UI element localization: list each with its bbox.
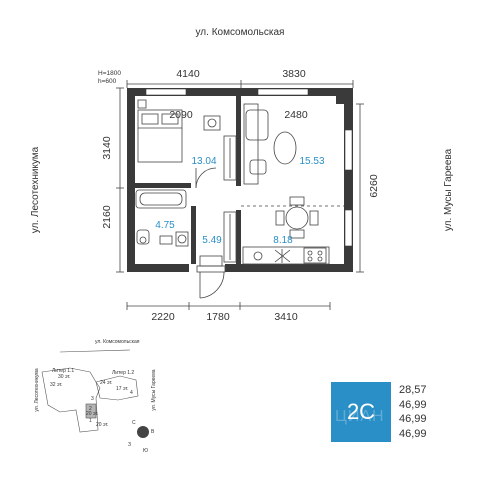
minimap-label-2: 30 эт.	[58, 374, 71, 380]
street-left-label: ул. Лесотехникума	[30, 146, 41, 233]
dim-inner-living: 2480	[284, 109, 308, 121]
minimap-label-9: 20 эт.	[86, 411, 99, 417]
hall-furniture	[199, 211, 237, 267]
compass-east: В	[151, 429, 155, 435]
area-value: 46,99	[399, 398, 427, 411]
window-note-line1: H=1800	[98, 70, 121, 77]
apartment-type-badge: 2С	[331, 382, 391, 442]
living-furniture	[243, 103, 319, 239]
dim-left-1: 3140	[101, 136, 113, 160]
street-right-label: ул. Мусы Гареева	[443, 148, 454, 231]
dim-left-2: 2160	[101, 205, 113, 229]
compass-icon: С В З Ю	[128, 420, 155, 454]
room-area-kitchen: 8.18	[273, 235, 293, 246]
minimap-street-right: ул. Мусы Гареева	[151, 369, 157, 410]
kitchen-furniture	[242, 246, 330, 265]
room-area-bedroom: 13.04	[191, 156, 216, 167]
compass-south: Ю	[143, 448, 148, 454]
bathroom-furniture	[135, 189, 189, 247]
area-values-list: 28,57 46,99 46,99 46,99	[399, 383, 427, 441]
compass-west: З	[128, 442, 131, 448]
minimap-label-11: 20 эт.	[96, 422, 109, 428]
windows	[145, 88, 353, 247]
dim-bottom-3: 3410	[274, 311, 298, 323]
minimap-street-left: ул. Лесотехникума	[34, 368, 40, 411]
dim-top-right: 3830	[282, 68, 306, 80]
minimap-label-8: 2	[89, 406, 92, 412]
minimap-label-3: 32 эт.	[50, 382, 63, 388]
dim-inner-bedroom: 2090	[169, 109, 193, 121]
room-area-living: 15.53	[299, 156, 324, 167]
dim-bottom-1: 2220	[151, 311, 175, 323]
entrance-door[interactable]	[196, 265, 226, 299]
minimap-label-10: 1	[89, 418, 92, 424]
area-value: 46,99	[399, 413, 427, 425]
area-value: 28,57	[399, 384, 427, 396]
dim-bottom-2: 1780	[206, 311, 230, 323]
minimap-label-0: Литер 1.1	[52, 368, 74, 374]
compass-north: С	[132, 420, 136, 426]
minimap-highlight-section	[85, 403, 97, 419]
apartment-type-label: 2С	[346, 399, 376, 424]
dimension-lines	[116, 80, 364, 310]
dim-top-left: 4140	[176, 68, 200, 80]
interior-lines	[195, 167, 344, 207]
minimap-label-1: Литер 1.2	[112, 370, 134, 376]
area-value: 46,99	[399, 427, 427, 440]
minimap-label-7: 4	[130, 390, 133, 396]
room-area-bathroom: 4.75	[155, 220, 175, 231]
window-note-line2: h=600	[98, 78, 117, 85]
watermark-logo: ЦИАН	[335, 408, 385, 425]
minimap-label-4: 24 эт.	[100, 380, 113, 386]
minimap-label-6: 3	[91, 396, 94, 402]
minimap-label-5: 17 эт.	[116, 386, 129, 392]
dim-right: 6260	[368, 174, 380, 198]
site-minimap: ул. Комсомольская ул. Лесотехникума ул. …	[34, 339, 157, 454]
street-top-label: ул. Комсомольская	[196, 27, 285, 38]
room-area-hall: 5.49	[202, 235, 222, 246]
minimap-street-top: ул. Комсомольская	[95, 339, 140, 345]
bedroom-furniture	[137, 99, 237, 181]
